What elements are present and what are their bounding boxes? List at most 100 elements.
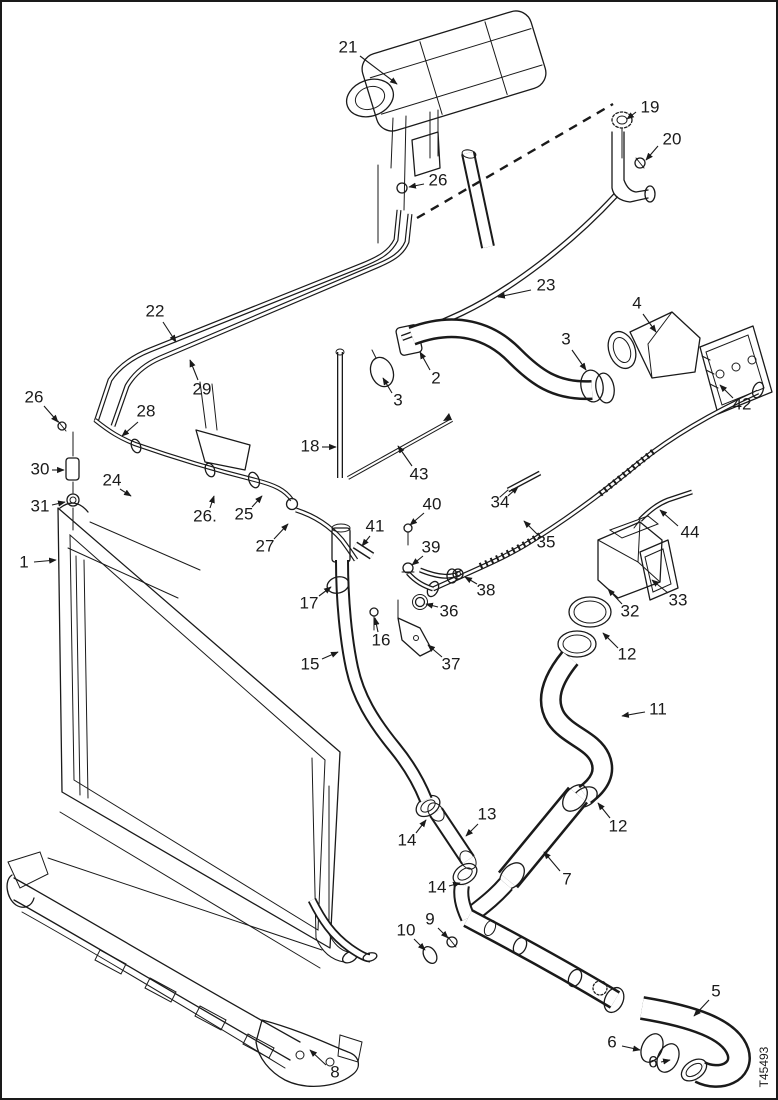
leader-line-9 <box>437 927 449 939</box>
callout-label-33: 33 <box>669 590 688 609</box>
s-hose <box>539 651 614 808</box>
upper-hose <box>369 318 615 404</box>
leader-line-2 <box>419 351 431 371</box>
leader-line-27 <box>273 523 289 540</box>
callout-label-9: 9 <box>425 909 434 928</box>
thermostat-housing <box>607 311 701 379</box>
leader-line-34 <box>507 486 519 497</box>
leader-line-6 <box>621 1045 641 1052</box>
callout-label-7: 7 <box>562 869 571 888</box>
leader-line-6 <box>660 1058 671 1065</box>
leader-line-1 <box>33 557 57 564</box>
callout-label-14: 14 <box>398 830 417 849</box>
leader-line-20 <box>645 145 659 161</box>
leader-line-25 <box>251 495 263 508</box>
callout-label-23: 23 <box>537 275 556 294</box>
callout-label-24: 24 <box>103 470 122 489</box>
leader-line-32 <box>607 588 623 605</box>
callout-label-4: 4 <box>632 293 641 312</box>
leader-line-29 <box>189 359 199 381</box>
callout-label-21: 21 <box>339 37 358 56</box>
callout-label-6: 6 <box>648 1052 657 1071</box>
leader-line-10 <box>413 938 426 951</box>
callout-label-35: 35 <box>537 532 556 551</box>
leader-line-31 <box>51 500 66 507</box>
callout-label-39: 39 <box>422 537 441 556</box>
callout-label-8: 8 <box>330 1062 339 1081</box>
leader-line-14 <box>448 881 461 888</box>
leader-line-43 <box>397 445 413 467</box>
leader-line-44 <box>659 509 679 527</box>
connecting-pipe <box>415 794 478 965</box>
leader-line-38 <box>464 576 478 585</box>
callout-label-22: 22 <box>146 301 165 320</box>
leader-line-23 <box>497 289 532 299</box>
callout-label-5: 5 <box>711 981 720 1000</box>
leader-line-8 <box>309 1049 327 1066</box>
outlet-fitting <box>611 111 656 203</box>
leader-line-28 <box>121 421 139 437</box>
callout-label-3: 3 <box>561 329 570 348</box>
pump-housing <box>557 515 679 658</box>
callout-label-13: 13 <box>478 804 497 823</box>
callout-label-15: 15 <box>301 654 320 673</box>
callout-label-37: 37 <box>442 654 461 673</box>
callout-label-26.: 26. <box>193 506 217 525</box>
callout-label-38: 38 <box>477 580 496 599</box>
leader-line-37 <box>427 644 443 658</box>
leader-line-21 <box>359 55 398 85</box>
callout-label-27: 27 <box>256 536 275 555</box>
leader-line-3 <box>382 377 393 394</box>
callout-label-16: 16 <box>372 630 391 649</box>
leader-line-4 <box>642 313 657 333</box>
callout-label-32: 32 <box>621 601 640 620</box>
callout-label-18: 18 <box>301 436 320 455</box>
callout-label-10: 10 <box>397 920 416 939</box>
callout-label-12: 12 <box>609 816 628 835</box>
callout-label-28: 28 <box>137 401 156 420</box>
callout-label-25: 25 <box>235 504 254 523</box>
callout-label-11: 11 <box>649 699 667 718</box>
leader-line-12 <box>597 802 611 819</box>
y-pipe <box>453 878 625 1014</box>
leader-line-22 <box>162 321 177 343</box>
leader-line-39 <box>411 555 424 566</box>
leader-line-5 <box>693 999 710 1017</box>
leader-line-15 <box>321 651 339 660</box>
callout-label-3: 3 <box>393 390 402 409</box>
leader-line-26 <box>43 405 59 423</box>
callout-label-41: 41 <box>366 516 385 535</box>
callout-label-43: 43 <box>410 464 429 483</box>
figure-code: T45493 <box>757 1046 771 1087</box>
radiator <box>47 502 378 969</box>
leader-line-26 <box>408 182 425 189</box>
center-pipes <box>326 348 464 803</box>
leader-line-13 <box>465 823 479 837</box>
leader-line-3 <box>571 349 587 371</box>
callout-label-34: 34 <box>491 492 510 511</box>
leader-line-11 <box>621 711 646 718</box>
leader-line-19 <box>626 111 637 120</box>
leader-line-7 <box>543 851 561 872</box>
callout-label-31: 31 <box>31 496 50 515</box>
leader-line-26. <box>208 495 215 509</box>
leader-line-40 <box>409 512 425 526</box>
heater-pipes <box>57 209 413 531</box>
callout-label-19: 19 <box>641 97 660 116</box>
callout-label-40: 40 <box>423 494 442 513</box>
callout-label-30: 30 <box>31 459 50 478</box>
callout-label-26: 26 <box>429 170 448 189</box>
callout-label-36: 36 <box>440 601 459 620</box>
callout-label-42: 42 <box>733 394 752 413</box>
heater-hose <box>93 418 359 562</box>
rigid-pipe <box>426 381 765 598</box>
callout-label-14: 14 <box>428 877 447 896</box>
leader-line-41 <box>361 535 371 547</box>
leader-line-17 <box>318 586 332 597</box>
leader-line-12 <box>602 632 619 649</box>
leader-line-16 <box>373 617 380 633</box>
alignment-dashed-line <box>416 102 614 220</box>
